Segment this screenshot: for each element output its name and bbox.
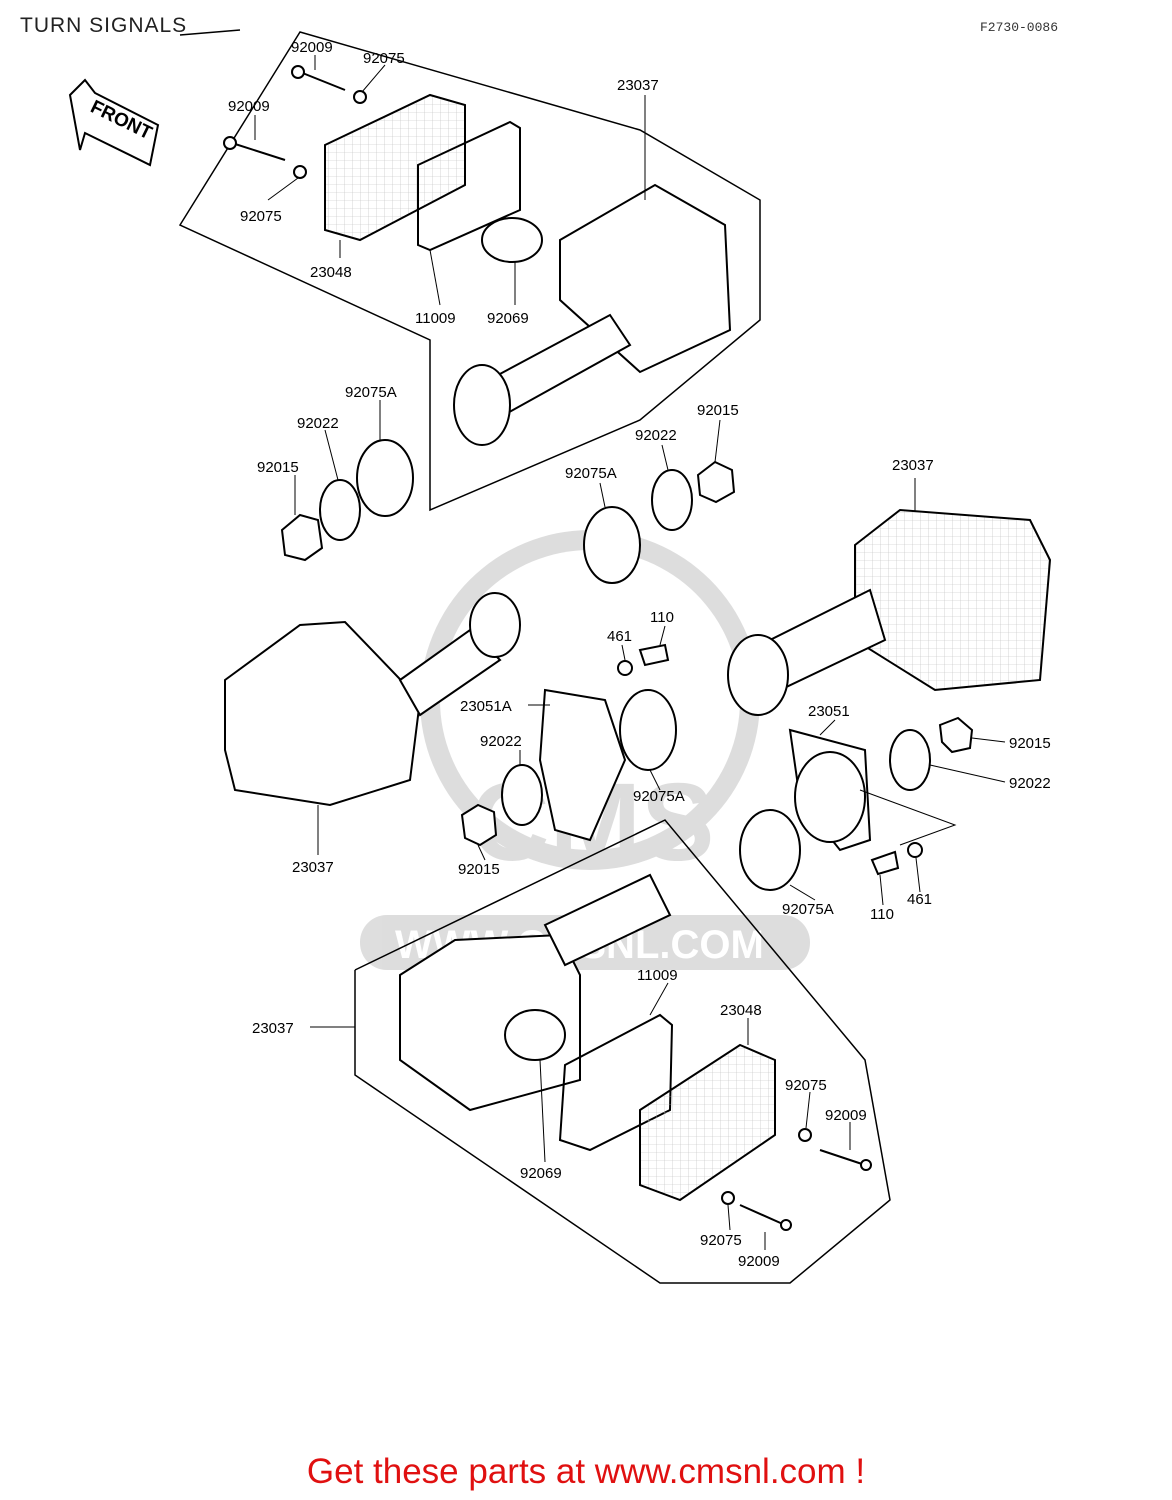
rear-right-nut [938,716,974,754]
callout-bracket-nut-left: 461 [607,628,632,645]
callout-bracket-screw-left: 110 [650,609,674,626]
callout-rear-right-gasket: 11009 [637,967,678,984]
rear-right-group-outline [354,819,891,1284]
callout-front-left-bulb: 92069 [487,310,529,327]
rear-right-screw-a [819,1149,866,1166]
callout-front-left-washer-a: 92075 [363,50,405,67]
front-left-gasket [417,120,521,252]
footer-parts-link[interactable]: Get these parts at www.cmsnl.com ! [306,1452,866,1491]
bracket-right-guide [859,789,957,846]
callout-front-left-nut: 92015 [257,459,299,476]
callout-bracket-left: 23051A [460,698,512,715]
front-right-washer [651,469,693,531]
callout-front-left-grommet: 92075A [345,384,397,401]
rear-right-grommet [739,809,801,891]
front-left-washer-a [353,90,367,104]
rear-left-washer [501,764,543,826]
callout-front-left-gasket: 11009 [415,310,456,327]
callout-rear-right-lens: 23048 [720,1002,762,1019]
front-right-housing [854,508,1052,692]
front-left-group-outline [178,29,761,512]
rear-left-base [469,592,521,658]
callout-bracket-screw-right: 110 [870,906,894,923]
callout-front-left-lens-screw-b: 92009 [228,98,270,115]
page-title: TURN SIGNALS [20,14,188,37]
rear-right-screw-b [739,1204,786,1226]
callout-rear-right-nut: 92015 [1009,735,1051,752]
callout-rear-right-screw-a: 92009 [825,1107,867,1124]
rear-right-housing [399,933,581,1112]
front-left-nut [280,513,324,562]
front-right-nut [696,460,736,504]
front-right-base [727,634,789,716]
callout-rear-left-washer: 92022 [480,733,522,750]
callout-front-right-nut: 92015 [697,402,739,419]
rear-right-stem [543,873,672,967]
callout-rear-left-housing: 23037 [292,859,334,876]
callout-front-left-housing: 23037 [617,77,659,94]
leader-lines [254,55,1006,1250]
callout-front-right-grommet: 92075A [565,465,617,482]
rear-right-lens [639,1043,776,1202]
rear-left-grommet [619,689,677,771]
callout-rear-right-grommet: 92075A [782,901,834,918]
callout-front-left-lens: 23048 [310,264,352,281]
callout-rear-right-screw-b: 92009 [738,1253,780,1270]
callout-bracket-nut-right: 461 [907,891,932,908]
rear-left-nut [460,803,498,847]
callout-rear-right-bulb: 92069 [520,1165,562,1182]
callout-front-left-washer-b: 92075 [240,208,282,225]
callout-rear-right-washer-a: 92075 [785,1077,827,1094]
front-arrow-icon: FRONT [68,78,160,167]
callout-rear-right-washer-b: 92075 [700,1232,742,1249]
front-left-screw-a [299,71,346,91]
rear-right-bulb [504,1009,566,1061]
rear-right-washer-b [721,1191,735,1205]
rear-left-lamp [224,592,521,807]
front-left-screw-b [231,142,286,161]
callout-rear-left-grommet: 92075A [633,788,685,805]
callout-rear-right-housing: 23037 [252,1020,294,1037]
front-right-grommet [583,506,641,584]
front-left-grommet [356,439,414,517]
center-brackets [460,643,974,891]
callout-labels: 92009 92075 92009 92075 23048 11009 9206… [228,39,1051,1270]
rear-right-washer-a [798,1128,812,1142]
bracket-screw-right [870,850,900,876]
front-left-bulb [481,217,543,263]
front-left-lens [324,93,466,242]
rear-right-grommet-outer [794,751,866,843]
front-left-lens-assembly [223,65,732,446]
bracket-screw-left [638,643,670,667]
bracket-left [538,688,627,842]
rear-right-washer [889,729,931,791]
callout-bracket-right: 23051 [808,703,850,720]
callout-front-left-washer-c: 92022 [297,415,339,432]
callout-front-right-housing: 23037 [892,457,934,474]
bracket-nut-left [617,660,633,676]
rear-right-lamp-assembly [399,873,872,1231]
front-left-washer-c [319,479,361,541]
callout-front-right-washer: 92022 [635,427,677,444]
rear-left-housing [224,620,422,807]
front-mount-hardware [280,439,736,584]
rear-left-stem [398,628,502,717]
front-left-base [453,364,511,446]
callout-rear-left-nut: 92015 [458,861,500,878]
front-right-lamp [727,508,1052,716]
callout-rear-right-washer: 92022 [1009,775,1051,792]
bracket-nut-right [907,842,923,858]
callout-front-left-lens-screw-a: 92009 [291,39,333,56]
front-left-washer-b [293,165,307,179]
figure-code: F2730-0086 [980,20,1059,35]
